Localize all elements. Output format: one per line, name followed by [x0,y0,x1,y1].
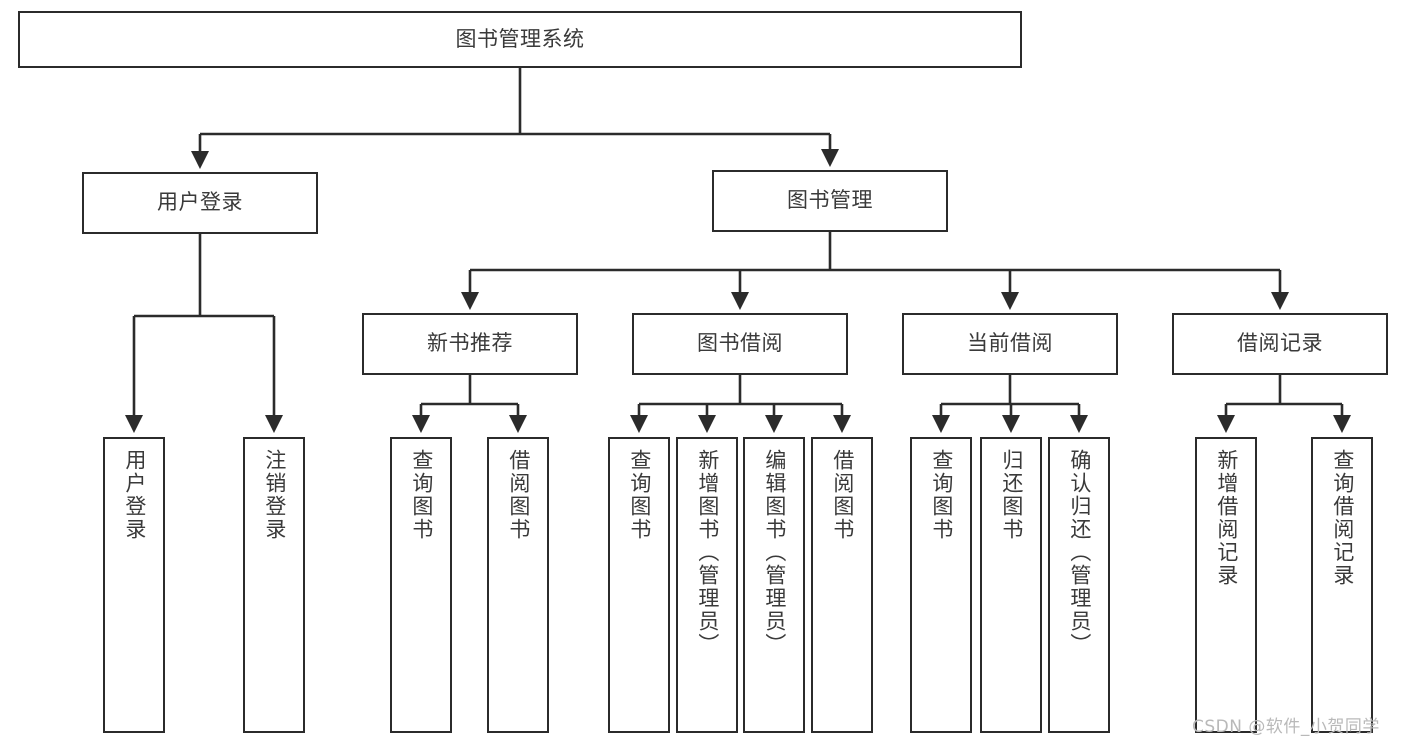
node-new-book-recommend[interactable]: 新书推荐 [362,313,578,375]
node-borrow-record-label: 借阅记录 [1237,331,1323,356]
leaf-query-borrow-record-label: 查询借阅记录 [1330,449,1355,587]
leaf-edit-book-admin[interactable]: 编辑图书（管理员） [743,437,805,733]
node-new-book-recommend-label: 新书推荐 [427,331,513,356]
leaf-confirm-return-admin[interactable]: 确认归还（管理员） [1048,437,1110,733]
leaf-add-borrow-record[interactable]: 新增借阅记录 [1195,437,1257,733]
leaf-return-book-label: 归还图书 [999,449,1024,541]
leaf-borrow-book-borrow[interactable]: 借阅图书 [811,437,873,733]
leaf-user-login-label: 用户登录 [122,449,147,541]
leaf-borrow-book-borrow-label: 借阅图书 [830,449,855,541]
leaf-user-login[interactable]: 用户登录 [103,437,165,733]
leaf-query-book-newbook[interactable]: 查询图书 [390,437,452,733]
node-current-borrow-label: 当前借阅 [967,331,1053,356]
node-book-management[interactable]: 图书管理 [712,170,948,232]
watermark-text: CSDN @软件_小贺同学 [1192,717,1380,737]
leaf-borrow-book-newbook[interactable]: 借阅图书 [487,437,549,733]
leaf-logout-label: 注销登录 [262,449,287,541]
leaf-add-book-admin[interactable]: 新增图书（管理员） [676,437,738,733]
leaf-query-book-borrow-label: 查询图书 [627,449,652,541]
node-user-login[interactable]: 用户登录 [82,172,318,234]
leaf-query-book-current[interactable]: 查询图书 [910,437,972,733]
leaf-query-book-borrow[interactable]: 查询图书 [608,437,670,733]
leaf-add-borrow-record-label: 新增借阅记录 [1214,449,1239,587]
leaf-borrow-book-newbook-label: 借阅图书 [506,449,531,541]
leaf-query-book-newbook-label: 查询图书 [409,449,434,541]
leaf-return-book[interactable]: 归还图书 [980,437,1042,733]
node-root-label: 图书管理系统 [455,26,585,51]
node-current-borrow[interactable]: 当前借阅 [902,313,1118,375]
node-book-borrow-label: 图书借阅 [697,331,783,356]
leaf-query-book-current-label: 查询图书 [929,449,954,541]
leaf-logout[interactable]: 注销登录 [243,437,305,733]
leaf-edit-book-admin-label: 编辑图书（管理员） [762,449,787,656]
node-root[interactable]: 图书管理系统 [18,11,1022,68]
leaf-query-borrow-record[interactable]: 查询借阅记录 [1311,437,1373,733]
leaf-confirm-return-admin-label: 确认归还（管理员） [1067,449,1092,656]
node-user-login-label: 用户登录 [157,190,243,215]
node-borrow-record[interactable]: 借阅记录 [1172,313,1388,375]
leaf-add-book-admin-label: 新增图书（管理员） [695,449,720,656]
node-book-management-label: 图书管理 [787,188,873,213]
node-book-borrow[interactable]: 图书借阅 [632,313,848,375]
